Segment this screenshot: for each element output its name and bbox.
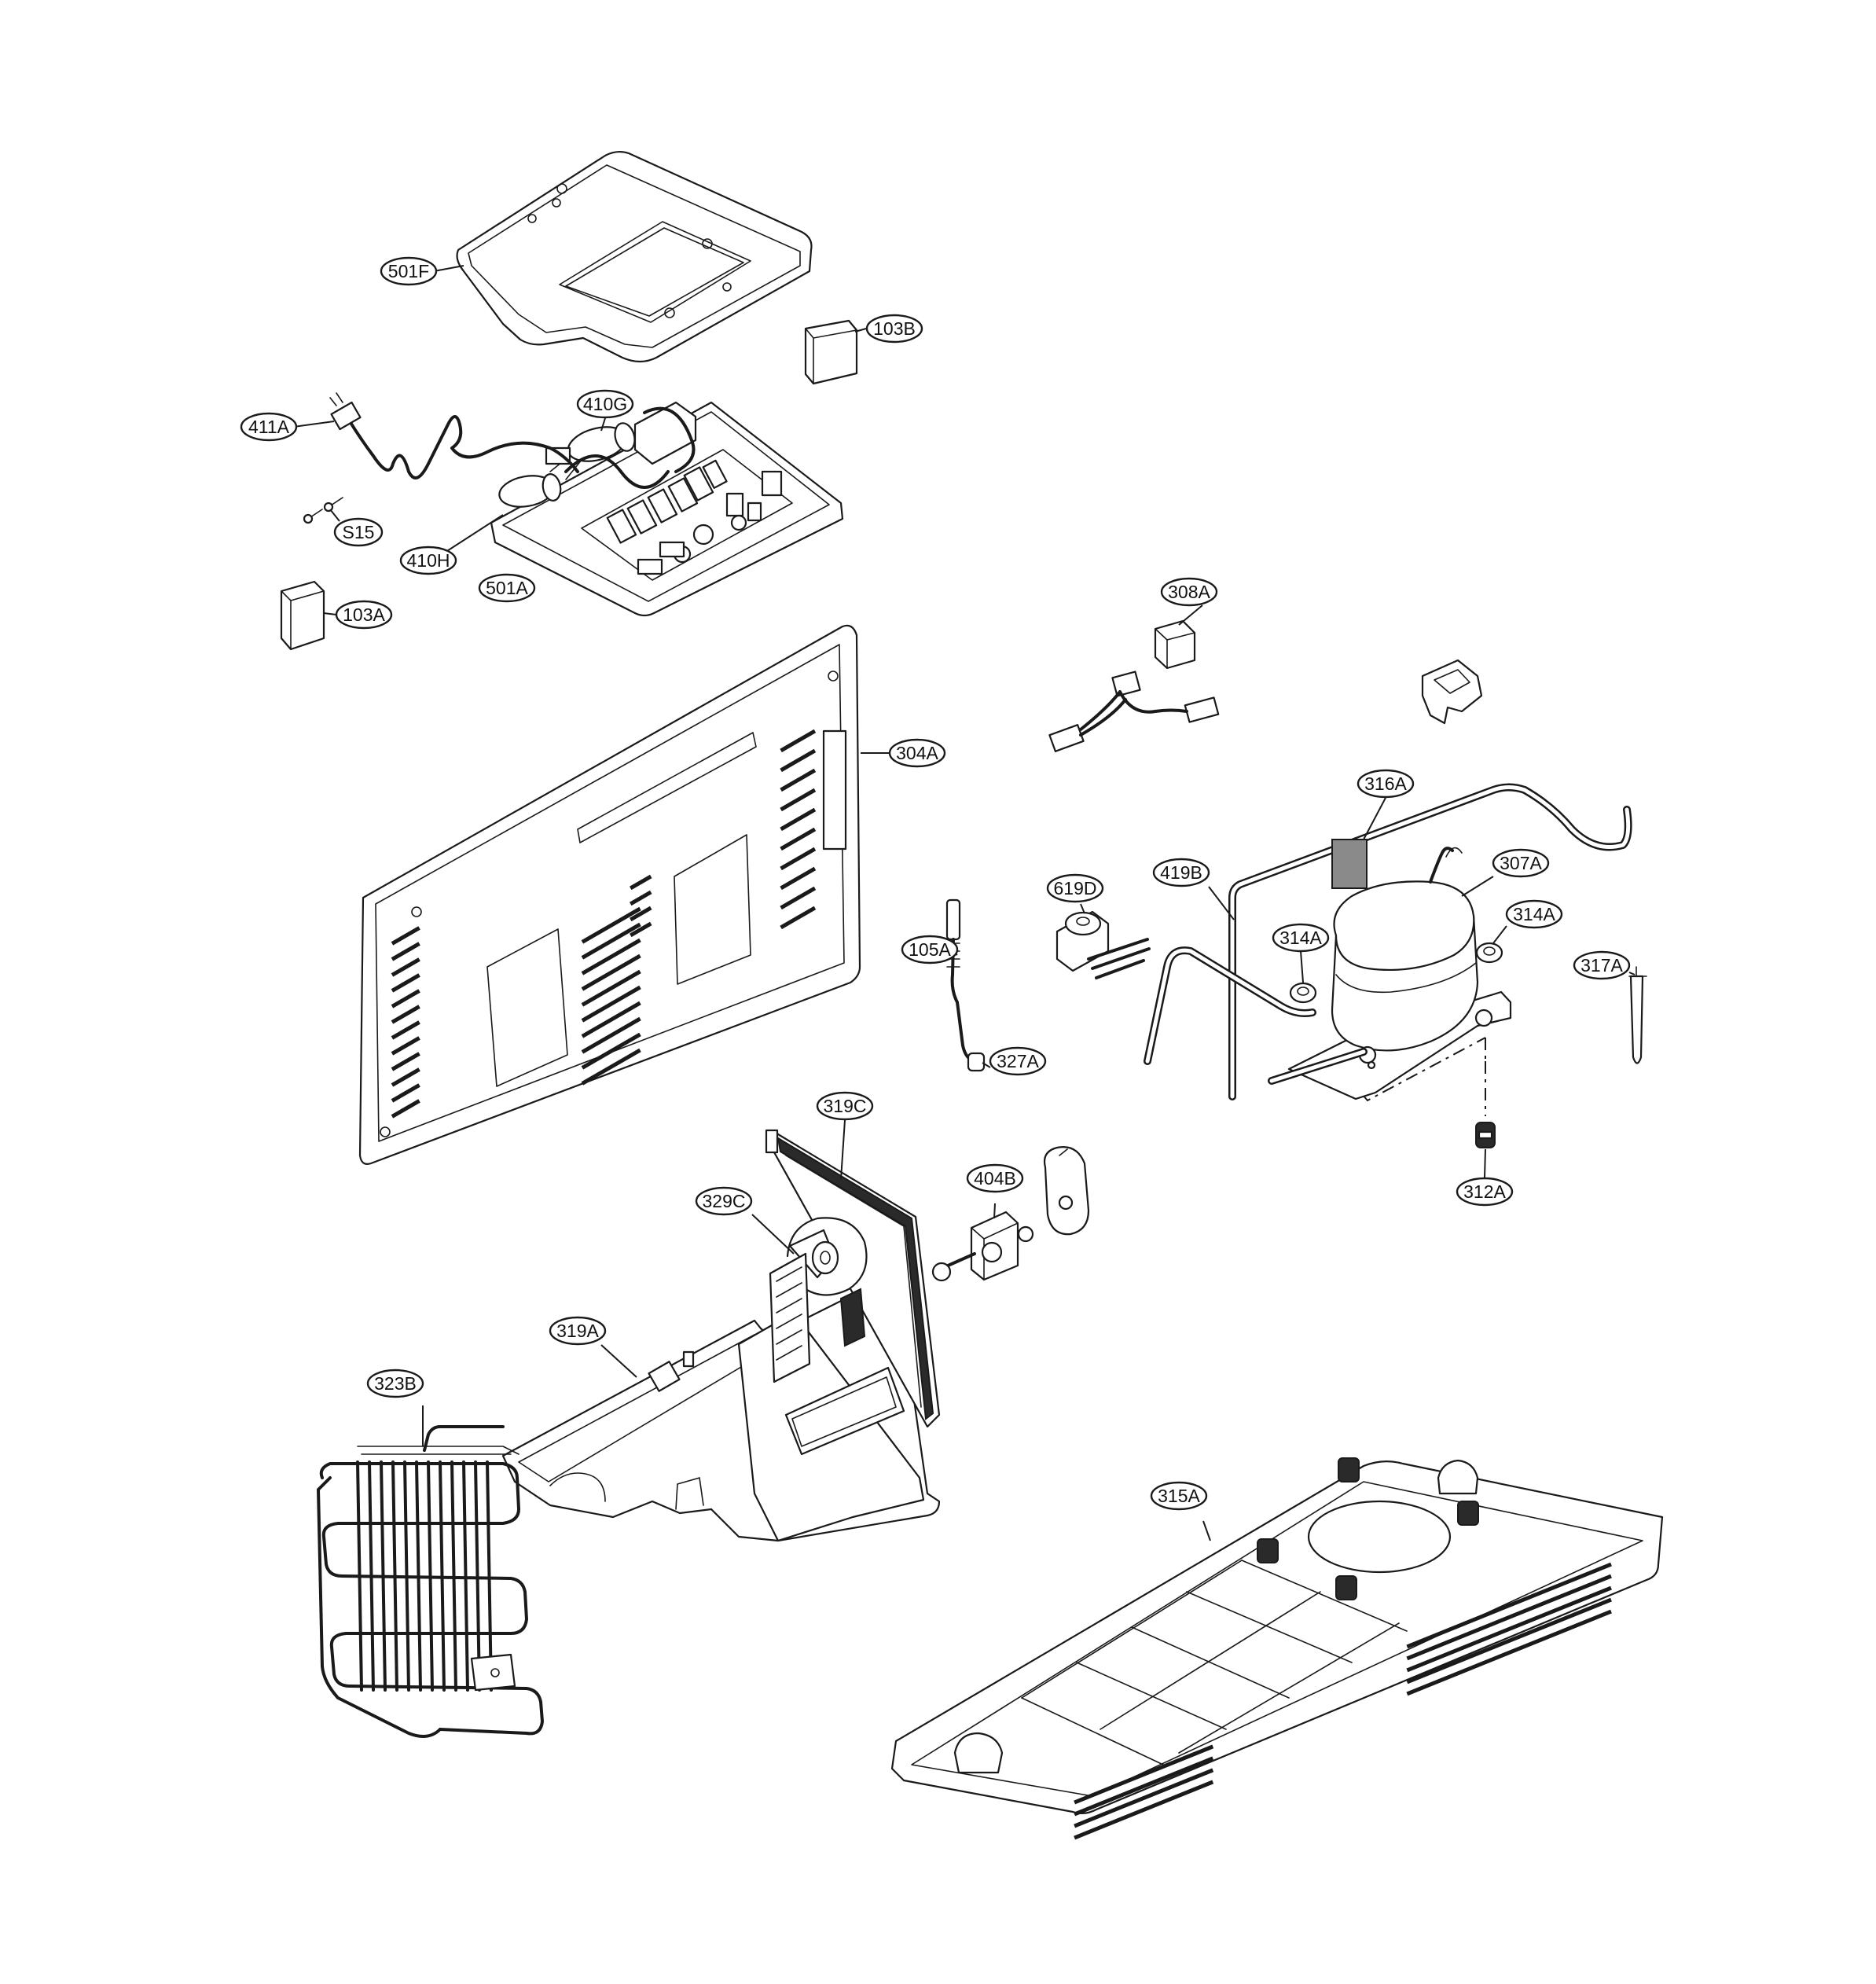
svg-text:410H: 410H	[407, 550, 450, 571]
svg-text:304A: 304A	[896, 743, 938, 763]
fan-motor-part	[931, 1211, 1034, 1282]
callouts: 501F 103B 411A 410G S15 410H 501A 103A 3…	[240, 256, 1631, 1511]
svg-text:327A: 327A	[997, 1051, 1039, 1071]
relay-harness-part	[1048, 619, 1220, 752]
callout-105a: 105A	[901, 935, 959, 964]
svg-text:410G: 410G	[583, 394, 627, 414]
bracket-103a-part	[280, 580, 325, 651]
svg-text:307A: 307A	[1500, 853, 1542, 873]
fan-bracket-part	[1043, 1146, 1090, 1236]
svg-text:501F: 501F	[388, 261, 429, 281]
callout-314a-left: 314A	[1272, 923, 1330, 953]
callout-103a: 103A	[335, 600, 393, 630]
callout-304a: 304A	[888, 738, 946, 768]
power-cord-part	[329, 392, 579, 479]
svg-text:S15: S15	[343, 522, 375, 542]
svg-text:323B: 323B	[374, 1373, 417, 1394]
svg-text:501A: 501A	[486, 578, 528, 598]
grommet-314a-right	[1475, 942, 1503, 964]
callout-410h: 410H	[399, 546, 457, 575]
svg-text:319A: 319A	[556, 1321, 599, 1341]
rear-panel-part	[358, 624, 861, 1165]
bracket-103b-part	[804, 319, 858, 385]
base-plate-mounts	[953, 1457, 1479, 1774]
callout-327a: 327A	[989, 1046, 1047, 1076]
callout-411a: 411A	[240, 412, 298, 442]
grommet-314a-left	[1289, 982, 1317, 1004]
callout-319c: 319C	[816, 1091, 874, 1121]
rear-panel-vents	[391, 729, 817, 1119]
svg-text:314A: 314A	[1279, 928, 1322, 948]
drier-sleeve-316a	[1331, 839, 1368, 889]
callout-501f: 501F	[380, 256, 438, 286]
callout-419b: 419B	[1152, 858, 1210, 887]
pcb-assembly-part	[490, 401, 844, 617]
callout-329c: 329C	[695, 1186, 753, 1216]
callout-619d: 619D	[1046, 873, 1104, 903]
callout-323b: 323B	[366, 1369, 424, 1398]
pcb-components	[606, 459, 783, 575]
svg-text:103B: 103B	[873, 318, 916, 339]
svg-text:329C: 329C	[703, 1191, 746, 1211]
callout-410g: 410G	[576, 389, 634, 419]
callout-307a: 307A	[1492, 848, 1550, 878]
svg-text:619D: 619D	[1054, 878, 1097, 898]
machine-compartment-shroud	[501, 1272, 941, 1542]
svg-text:419B: 419B	[1160, 862, 1202, 883]
svg-text:314A: 314A	[1513, 904, 1555, 924]
callout-319a: 319A	[549, 1316, 607, 1346]
svg-text:316A: 316A	[1364, 773, 1407, 794]
capacitor-410g	[549, 422, 636, 480]
compressor-part	[1268, 847, 1512, 1102]
svg-text:315A: 315A	[1158, 1486, 1200, 1506]
pcb-cover-part	[456, 150, 813, 363]
condenser-coil-part	[317, 1425, 544, 1738]
svg-text:103A: 103A	[343, 604, 385, 625]
callout-308a: 308A	[1160, 577, 1218, 607]
callout-316a: 316A	[1357, 769, 1415, 799]
callout-312a: 312A	[1456, 1177, 1514, 1207]
callout-314a-right: 314A	[1505, 899, 1563, 929]
callout-501a: 501A	[478, 573, 536, 603]
defrost-heater-part	[945, 898, 986, 1072]
callout-317a: 317A	[1573, 950, 1631, 980]
svg-text:411A: 411A	[248, 417, 290, 437]
drier-317a-part	[1628, 966, 1647, 1064]
svg-text:312A: 312A	[1463, 1181, 1506, 1202]
callout-s15: S15	[333, 517, 384, 547]
overload-protector-part	[1055, 910, 1151, 979]
svg-text:317A: 317A	[1580, 955, 1623, 975]
svg-text:404B: 404B	[974, 1168, 1016, 1189]
svg-text:105A: 105A	[909, 939, 951, 960]
base-plate-part	[890, 1457, 1664, 1840]
svg-text:308A: 308A	[1168, 582, 1210, 602]
callout-404b: 404B	[966, 1163, 1024, 1193]
base-plate-vents	[1074, 1562, 1612, 1840]
foot-312a-part	[1475, 1061, 1496, 1148]
capacitor-410h	[498, 473, 562, 508]
svg-text:319C: 319C	[824, 1096, 867, 1116]
fan-blade-329c	[769, 1217, 868, 1383]
screws-s15-part	[303, 497, 343, 524]
terminal-cover-part	[1421, 659, 1483, 725]
callout-315a: 315A	[1150, 1481, 1208, 1511]
suction-tube-419b	[1144, 946, 1316, 1065]
callout-103b: 103B	[865, 314, 923, 344]
leader-lines	[293, 265, 1636, 1541]
discharge-tube-part	[1228, 783, 1632, 1100]
